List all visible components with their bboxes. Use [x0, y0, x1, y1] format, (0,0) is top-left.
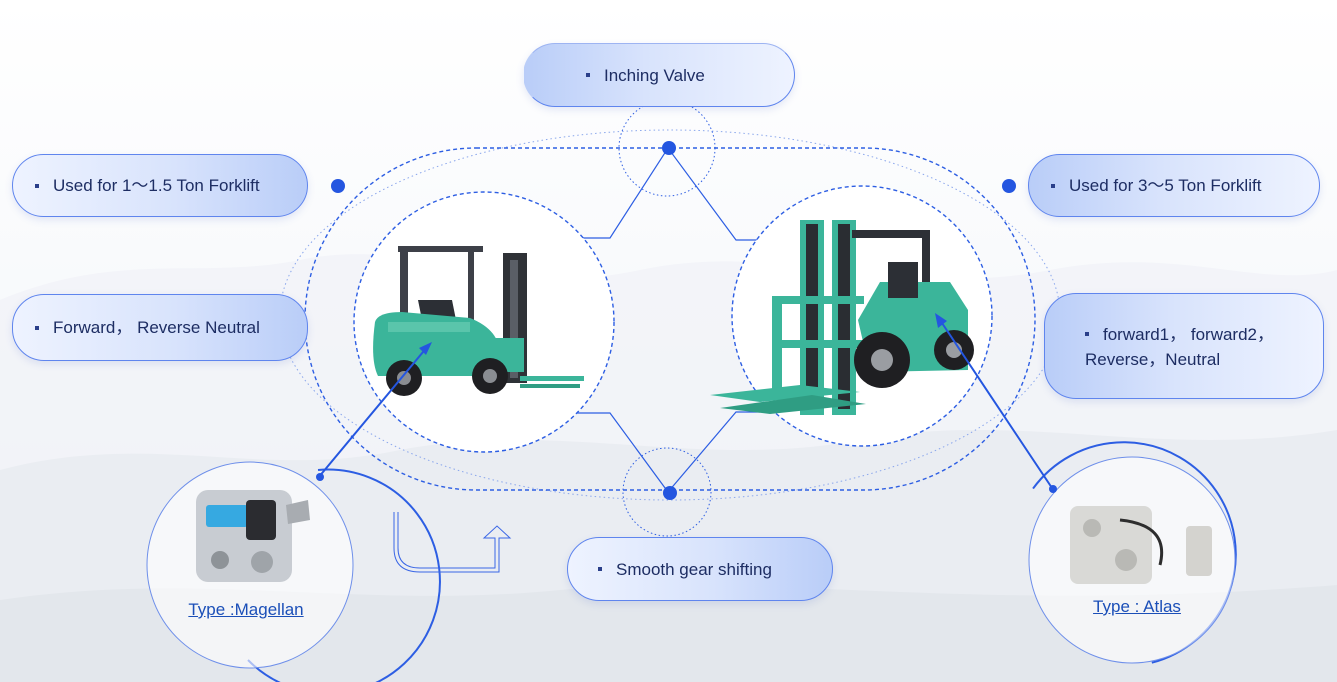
arrow-right-connector: [939, 319, 1053, 489]
arrow-left-head: [419, 342, 432, 355]
top-node-ring: [618, 99, 716, 197]
node-dot-right-valve: [1049, 485, 1057, 493]
smooth-shifting-pill: Smooth gear shifting: [567, 537, 833, 601]
right-gears-pill: forward1， forward2， Reverse，Neutral: [1044, 293, 1324, 399]
bullet-icon: [586, 73, 590, 77]
type-magellan-link[interactable]: Type :Magellan: [188, 600, 304, 619]
bullet-icon: [35, 183, 39, 188]
arrow-right-head: [935, 313, 947, 328]
node-dot-right-top: [1002, 179, 1016, 193]
bullet-icon: [598, 567, 602, 571]
right-gears-line1: forward1， forward2，: [1103, 325, 1275, 344]
bottom-node-ring: [622, 447, 712, 537]
bullet-icon: [1051, 183, 1055, 188]
atlas-valve-image: [1070, 506, 1212, 584]
bullet-icon: [1085, 332, 1089, 336]
node-dot-bottom: [663, 486, 677, 500]
right-capacity-label: Used for 3～5 Ton Forklift: [1069, 176, 1262, 195]
magellan-valve-image: [196, 490, 310, 582]
left-valve-outer-arc: [247, 468, 441, 682]
node-dot-left-top: [331, 179, 345, 193]
inching-valve-label: Inching Valve: [604, 65, 705, 85]
node-dot-left-valve: [316, 473, 324, 481]
left-gears-label: Forward， Reverse Neutral: [53, 318, 260, 337]
smooth-shifting-label: Smooth gear shifting: [616, 559, 772, 579]
large-forklift-image: [710, 220, 974, 415]
arrow-left-connector: [317, 345, 429, 479]
left-capacity-label: Used for 1～1.5 Ton Forklift: [53, 176, 260, 195]
left-capacity-pill: Used for 1～1.5 Ton Forklift: [12, 154, 308, 217]
type-atlas-link[interactable]: Type : Atlas: [1093, 597, 1181, 616]
node-dot-top: [662, 141, 676, 155]
right-capacity-pill: Used for 3～5 Ton Forklift: [1028, 154, 1320, 217]
bullet-icon: [35, 325, 39, 330]
right-gears-label: forward1， forward2， Reverse，Neutral: [1085, 322, 1275, 372]
left-gears-pill: Forward， Reverse Neutral: [12, 294, 308, 361]
curved-arrow-icon: [393, 512, 512, 573]
right-gears-line2: Reverse，Neutral: [1085, 350, 1221, 369]
inching-valve-pill: Inching Valve: [523, 43, 795, 107]
